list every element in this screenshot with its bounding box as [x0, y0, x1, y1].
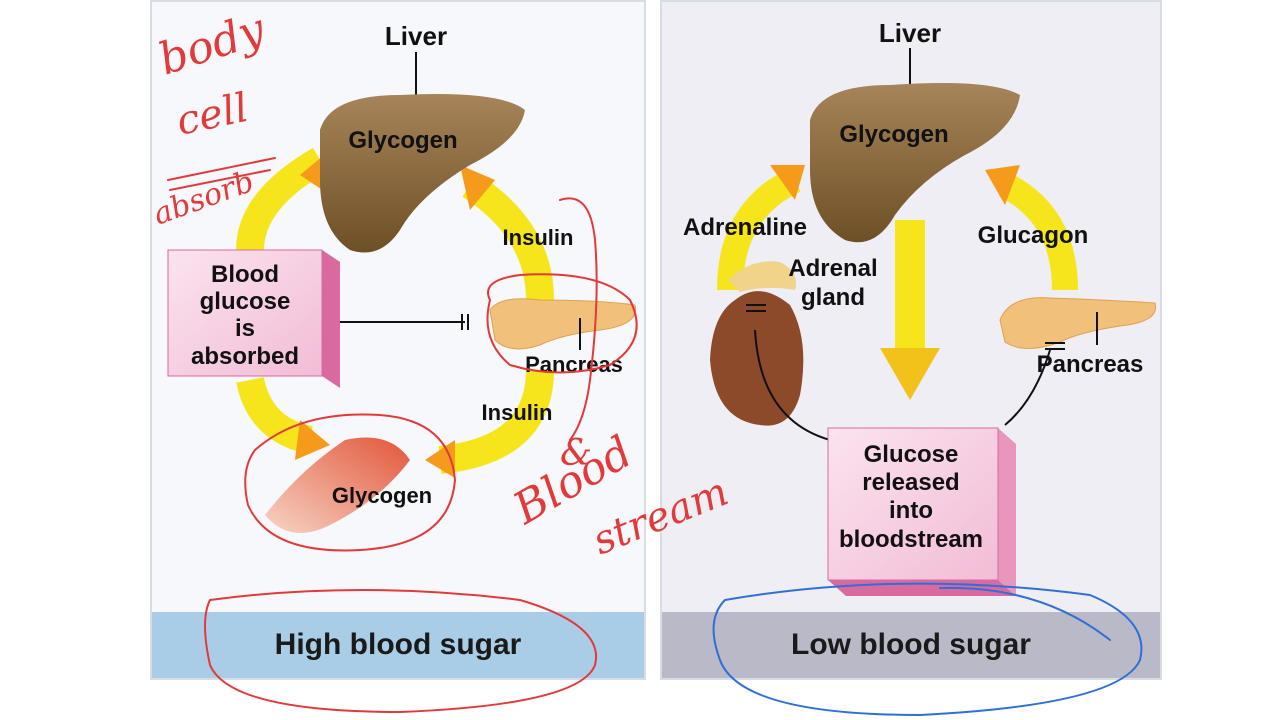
liver-glycogen-label: Glycogen — [348, 127, 457, 154]
adrenal-label-line-2: gland — [801, 284, 865, 311]
circle-muscle — [244, 413, 456, 552]
handwritten-annotations — [167, 157, 1143, 716]
circle-low-blood-sugar — [712, 582, 1143, 716]
adrenaline-label: Adrenaline — [683, 214, 807, 241]
arrow-head-muscle-left — [295, 420, 330, 460]
liver-organ — [320, 94, 525, 253]
footer-label: High blood sugar — [274, 628, 522, 661]
high-blood-sugar-footer: High blood sugar — [152, 612, 644, 678]
arrow-pancreas-to-liver — [998, 173, 1078, 291]
box-line-2: glucose — [200, 288, 291, 315]
arrow-head-liver-right — [460, 165, 495, 210]
left-diagram: Liver Glycogen Blood glucose is absorbed — [167, 21, 637, 533]
blood-glucose-box: Blood glucose is absorbed — [167, 249, 340, 388]
adrenal-gland — [728, 261, 796, 292]
liver-glycogen-label: Glycogen — [839, 121, 948, 148]
arrow-pancreas-to-liver — [462, 173, 554, 301]
insulin-top-label: Insulin — [503, 225, 574, 250]
circle-pancreas — [486, 273, 638, 374]
adrenal-label-line-1: Adrenal — [788, 255, 877, 282]
muscle-tissue — [265, 437, 410, 533]
hw-ampersand: & — [560, 433, 592, 474]
muscle-glycogen-label: Glycogen — [332, 483, 432, 508]
arrow-adrenal-to-liver — [717, 168, 801, 291]
glucagon-label: Glucagon — [978, 222, 1089, 249]
liver-label: Liver — [879, 18, 941, 48]
box-line-1: Glucose — [864, 441, 959, 468]
box-line-3: into — [889, 497, 933, 524]
box-line-4: absorbed — [191, 343, 299, 370]
box-line-3: is — [235, 315, 255, 342]
box-line-1: Blood — [211, 261, 279, 288]
hw-body: body — [153, 3, 272, 85]
box-line-4: bloodstream — [839, 526, 983, 553]
hw-cell: cell — [173, 85, 253, 145]
pancreas-organ — [999, 297, 1157, 349]
pancreas-label: Pancreas — [1037, 351, 1144, 378]
box-line-2: released — [862, 469, 959, 496]
footer-label: Low blood sugar — [791, 628, 1031, 661]
pancreas-organ — [489, 298, 637, 350]
kidney-organ — [710, 291, 804, 426]
liver-label: Liver — [385, 21, 447, 51]
bracket-pancreas — [559, 197, 598, 441]
liver-organ — [810, 82, 1020, 243]
glucose-released-box: Glucose released into bloodstream — [827, 427, 1016, 596]
insulin-bottom-label: Insulin — [482, 400, 553, 425]
arrow-pancreas-to-muscle — [438, 369, 554, 474]
low-blood-sugar-footer: Low blood sugar — [662, 612, 1160, 678]
arrow-box-to-liver — [236, 147, 328, 251]
arrow-liver-to-blood — [895, 220, 925, 350]
circle-high-blood-sugar — [204, 589, 598, 713]
right-diagram: Liver Glycogen Adrenaline Adrenal gland … — [683, 18, 1157, 596]
